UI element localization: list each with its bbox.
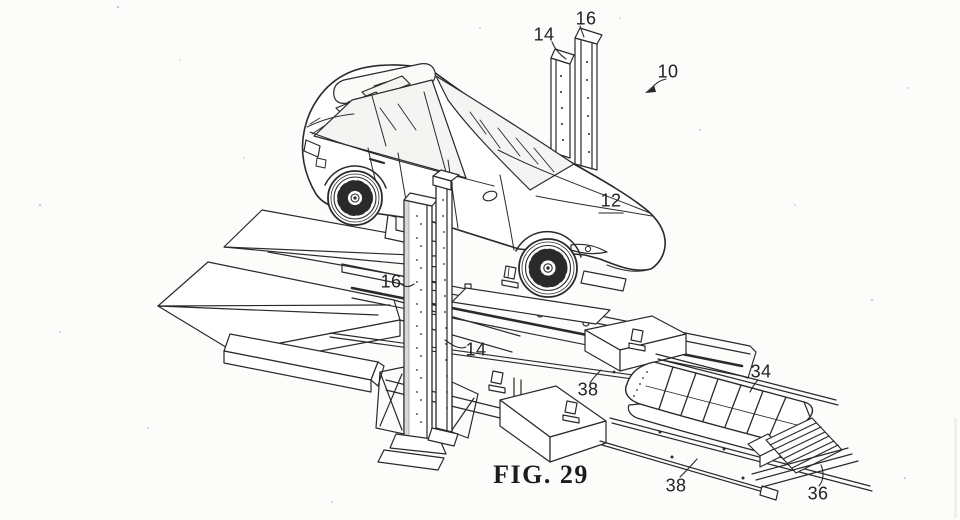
arrowhead-10 bbox=[645, 85, 656, 93]
floor-box-small bbox=[584, 315, 687, 372]
scan-noise bbox=[39, 5, 957, 518]
ref-label-14-top: 14 bbox=[533, 24, 555, 45]
leader-lines bbox=[399, 25, 824, 487]
figure-caption: FIG. 29 bbox=[493, 460, 589, 489]
ref-label-10: 10 bbox=[657, 61, 679, 82]
ref-label-34: 34 bbox=[750, 361, 772, 382]
ref-label-38-upper: 38 bbox=[577, 379, 599, 400]
side-mirror bbox=[482, 190, 498, 202]
lift-posts-front bbox=[375, 169, 479, 471]
vehicle-drawing bbox=[301, 63, 666, 298]
ref-label-38-lower: 38 bbox=[665, 475, 687, 496]
ref-label-36: 36 bbox=[807, 483, 829, 504]
front-wheel-arch bbox=[515, 230, 582, 258]
front-wheel-tray bbox=[451, 287, 611, 325]
headlight bbox=[570, 243, 608, 255]
lift-posts-rear bbox=[550, 27, 603, 171]
guide-rail-upper bbox=[329, 332, 641, 381]
windshield bbox=[435, 75, 575, 191]
side-glass bbox=[313, 79, 467, 179]
ref-label-14-left: 14 bbox=[465, 339, 487, 360]
battery-connector-fins bbox=[747, 417, 859, 488]
ref-label-16-top: 16 bbox=[575, 8, 597, 29]
floor-box-large bbox=[499, 385, 607, 463]
latch-bracket bbox=[501, 265, 519, 289]
ref-label-12: 12 bbox=[598, 191, 624, 214]
ref-label-16-left: 16 bbox=[380, 271, 402, 292]
front-wheel bbox=[518, 238, 578, 298]
rear-wheel-arch bbox=[324, 165, 387, 189]
battery-side bbox=[627, 403, 787, 459]
battery-pack-drawing bbox=[624, 353, 839, 459]
guide-rails-lower bbox=[599, 417, 873, 501]
rear-wheel bbox=[327, 170, 383, 226]
lift-platform bbox=[341, 214, 757, 411]
approach-ramps bbox=[157, 209, 521, 419]
